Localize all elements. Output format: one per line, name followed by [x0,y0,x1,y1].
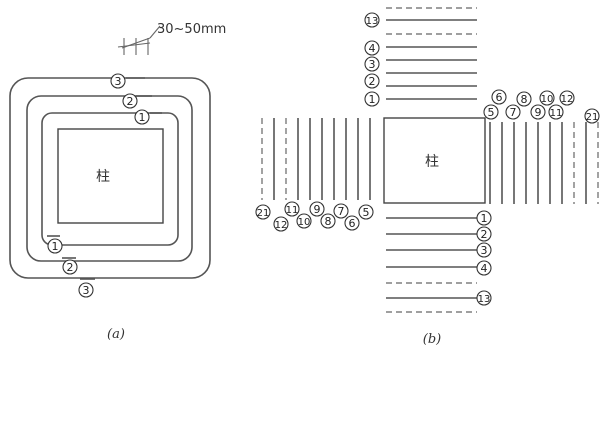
ur-badge-7: 7 [505,104,521,120]
top-badge-13: 13 [364,12,380,28]
left-badge-9: 9 [309,201,325,217]
svg-text:1: 1 [369,93,376,106]
svg-text:1: 1 [52,240,59,253]
svg-text:21: 21 [586,112,599,123]
svg-text:13: 13 [478,294,491,305]
ur-badge-11: 11 [548,104,564,120]
right-badge-13: 13 [476,290,492,306]
right-badge-4: 4 [476,260,492,276]
ur-badge-10: 10 [539,90,555,106]
ur-badge-9: 9 [530,104,546,120]
svg-text:1: 1 [139,111,146,124]
left-badge-7: 7 [333,203,349,219]
top-badge-1: 1 [364,91,380,107]
column-label: 柱 [425,154,439,170]
ur-badge-12: 12 [559,90,575,106]
ur-badge-6: 6 [491,89,507,105]
svg-text:10: 10 [298,217,311,228]
ur-badge-8: 8 [516,91,532,107]
left-badge-5: 5 [358,204,374,220]
svg-text:11: 11 [550,108,563,119]
svg-text:5: 5 [488,106,495,119]
left-strips [261,118,371,200]
column-square [383,117,486,204]
left-badge-12: 12 [273,216,289,232]
top-badge-4: 4 [364,40,380,56]
svg-text:5: 5 [363,206,370,219]
svg-text:3: 3 [83,284,90,297]
figure-b: 柱 13 4 3 2 1 1 2 3 4 13 [255,7,600,347]
bottom-strips [386,217,477,313]
svg-text:12: 12 [275,220,288,231]
svg-text:7: 7 [338,205,345,218]
svg-text:2: 2 [127,95,134,108]
left-badge-6: 6 [344,215,360,231]
svg-text:11: 11 [286,205,299,216]
left-badge-11: 11 [284,201,300,217]
svg-text:3: 3 [481,244,488,257]
svg-text:9: 9 [314,203,321,216]
svg-text:7: 7 [510,106,517,119]
figure-a: 柱 30~50mm 3 2 1 [9,22,226,342]
layer-2-bottom-badge: 2 [62,259,78,275]
left-badge-21: 21 [255,204,271,220]
top-badge-3: 3 [364,56,380,72]
layer-3-outline [9,77,211,279]
svg-text:1: 1 [481,212,488,225]
ur-badge-21: 21 [584,108,600,124]
svg-text:13: 13 [366,16,379,27]
svg-text:10: 10 [541,94,554,105]
column-square [57,128,164,224]
dimension-line [117,42,151,48]
svg-text:21: 21 [257,208,270,219]
layer-1-outline [41,112,179,246]
svg-text:3: 3 [115,75,122,88]
dimension-mark: 30~50mm [117,22,226,55]
dimension-leader [149,25,161,39]
top-badge-2: 2 [364,73,380,89]
svg-text:8: 8 [521,93,528,106]
layer-3-top-badge: 3 [110,73,126,89]
right-strips [489,122,599,204]
svg-text:12: 12 [561,94,574,105]
layer-3-bottom-badge: 3 [78,282,94,298]
svg-text:3: 3 [369,58,376,71]
svg-text:4: 4 [481,262,488,275]
svg-text:2: 2 [481,228,488,241]
left-badge-10: 10 [296,213,312,229]
layer-1-bottom-badge: 1 [47,238,63,254]
left-badge-8: 8 [320,213,336,229]
svg-text:6: 6 [496,91,503,104]
right-badge-1: 1 [476,210,492,226]
svg-text:2: 2 [369,75,376,88]
svg-text:9: 9 [535,106,542,119]
layer-1-top-badge: 1 [134,109,150,125]
column-label: 柱 [96,169,110,185]
svg-text:8: 8 [325,215,332,228]
right-badge-2: 2 [476,226,492,242]
svg-text:4: 4 [369,42,376,55]
layer-2-top-badge: 2 [122,93,138,109]
top-strips [386,7,477,100]
ur-badge-5: 5 [483,104,499,120]
dimension-label: 30~50mm [157,22,226,37]
right-badge-3: 3 [476,242,492,258]
caption-a: (a) [107,327,125,342]
layer-2-outline [26,95,193,262]
svg-text:2: 2 [67,261,74,274]
svg-text:6: 6 [349,217,356,230]
caption-b: (b) [423,332,441,347]
